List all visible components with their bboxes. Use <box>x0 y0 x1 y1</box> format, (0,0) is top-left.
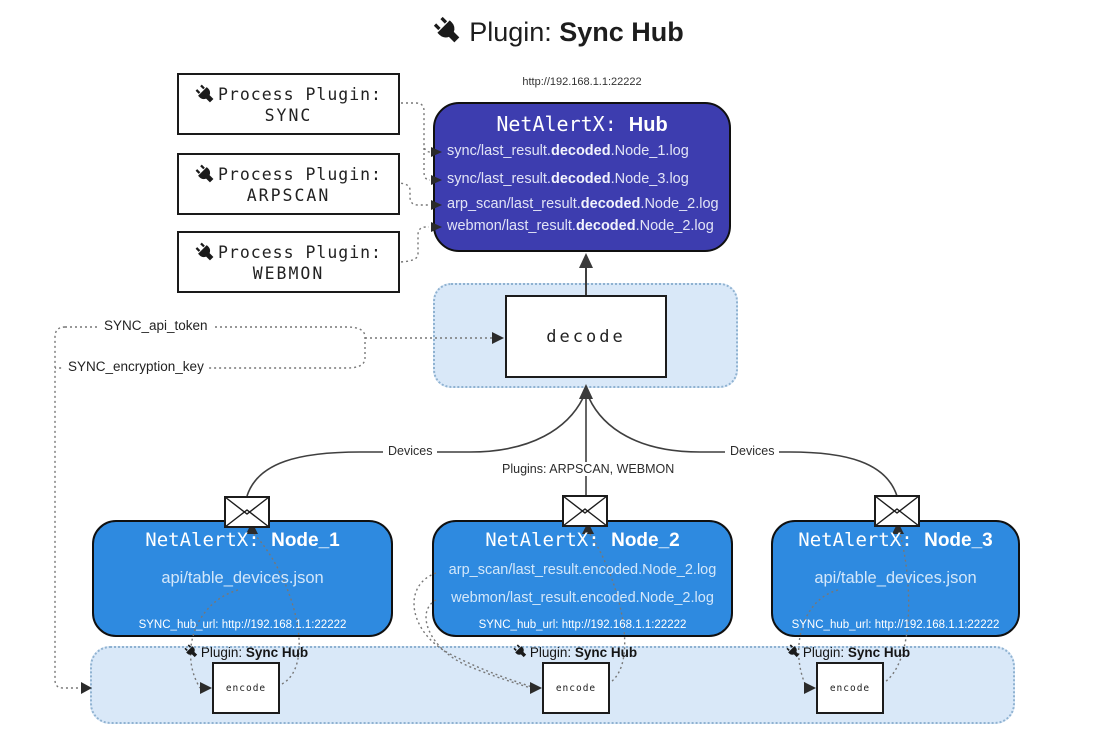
title-bold: Sync Hub <box>559 17 684 47</box>
sync-hub-badge: Plugin: Sync Hub <box>171 644 321 660</box>
node-1-hub-url: SYNC_hub_url: http://192.168.1.1:22222 <box>138 619 347 631</box>
hub-log-line: arp_scan/last_result.decoded.Node_2.log <box>447 196 719 212</box>
process-plugin-name: ARPSCAN <box>246 185 331 205</box>
node-1-box <box>92 520 393 637</box>
node-1-title: NetAlertX: Node_1 <box>145 529 340 551</box>
hub-log-line: webmon/last_result.decoded.Node_2.log <box>447 218 714 234</box>
plug-icon <box>184 644 198 658</box>
process-plugin-arpscan: Process Plugin: ARPSCAN <box>177 153 400 215</box>
process-plugin-name: WEBMON <box>252 263 325 283</box>
node-2-hub-url: SYNC_hub_url: http://192.168.1.1:22222 <box>478 619 687 631</box>
devices-label-left: Devices <box>383 444 438 458</box>
sync-api-token-label: SYNC_api_token <box>100 318 212 333</box>
node-2-file: webmon/last_result.encoded.Node_2.log <box>451 590 714 606</box>
process-plugin-webmon: Process Plugin: WEBMON <box>177 231 400 293</box>
hub-log-line: sync/last_result.decoded.Node_3.log <box>447 171 689 187</box>
hub-title: NetAlertX: Hub <box>496 112 668 136</box>
node-3-title: NetAlertX: Node_3 <box>798 529 993 551</box>
devices-label-right: Devices <box>725 444 780 458</box>
process-plugin-heading: Process Plugin: <box>217 84 382 104</box>
decode-box: decode <box>505 295 667 378</box>
plug-icon <box>195 164 214 182</box>
plug-icon <box>786 644 800 658</box>
sync-hub-badge: Plugin: Sync Hub <box>773 644 923 660</box>
process-plugin-name: SYNC <box>264 105 313 125</box>
encode-box: encode <box>816 662 884 714</box>
process-plugin-heading: Process Plugin: <box>217 164 382 184</box>
page-title: Plugin: Sync Hub <box>0 16 1117 48</box>
plugins-label: Plugins: ARPSCAN, WEBMON <box>497 462 680 476</box>
envelope-icon <box>562 495 608 527</box>
envelope-icon <box>224 496 270 528</box>
node-2-title: NetAlertX: Node_2 <box>485 529 680 551</box>
node-3-hub-url: SYNC_hub_url: http://192.168.1.1:22222 <box>791 619 1000 631</box>
node-2-file: arp_scan/last_result.encoded.Node_2.log <box>448 562 717 578</box>
plug-icon <box>195 84 214 102</box>
plug-icon <box>195 242 214 260</box>
title-prefix: Plugin: <box>469 17 560 47</box>
sync-encryption-key-label: SYNC_encryption_key <box>64 359 208 374</box>
encode-box: encode <box>542 662 610 714</box>
hub-url: http://192.168.1.1:22222 <box>522 76 642 88</box>
node-1-file: api/table_devices.json <box>161 569 324 587</box>
process-plugin-sync: Process Plugin: SYNC <box>177 73 400 135</box>
hub-box <box>433 102 731 252</box>
plug-icon <box>434 16 460 43</box>
plug-icon <box>513 644 527 658</box>
encode-box: encode <box>212 662 280 714</box>
hub-log-line: sync/last_result.decoded.Node_1.log <box>447 143 689 159</box>
envelope-icon <box>874 495 920 527</box>
process-plugin-heading: Process Plugin: <box>217 242 382 262</box>
sync-hub-badge: Plugin: Sync Hub <box>500 644 650 660</box>
node-3-file: api/table_devices.json <box>814 569 977 587</box>
